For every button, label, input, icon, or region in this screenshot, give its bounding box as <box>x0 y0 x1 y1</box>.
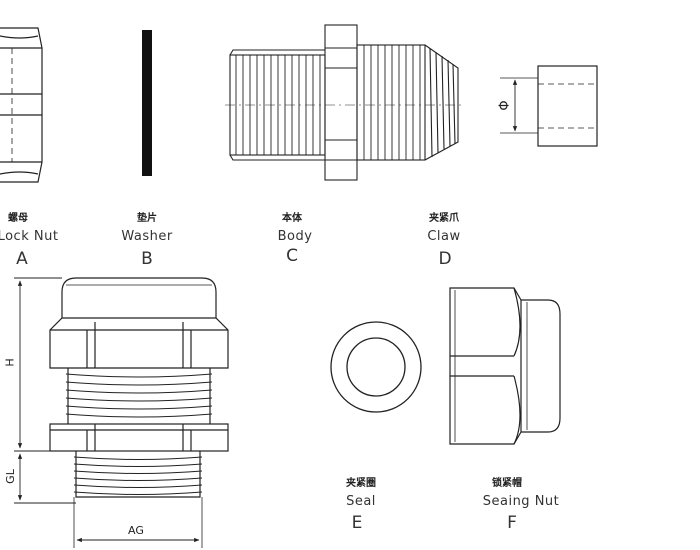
claw-letter: D <box>438 249 452 269</box>
claw-drawing <box>500 65 598 147</box>
assembled-gland-drawing <box>49 277 229 548</box>
body-letter: C <box>286 246 298 266</box>
sealing-nut-en-label: Seaing Nut <box>482 494 560 509</box>
lock-nut-cn-label: 螺母 <box>8 213 28 224</box>
seal-letter: E <box>351 513 363 533</box>
dimension-phi-label: Φ <box>497 100 513 111</box>
sealing-nut-letter: F <box>507 513 517 533</box>
claw-cn-label: 夹紧爪 <box>429 213 459 224</box>
lock-nut-en-label: Lock Nut <box>0 229 59 244</box>
claw-en-label: Claw <box>427 229 461 244</box>
body-cn-label: 本体 <box>282 213 302 224</box>
sealing-nut-drawing <box>449 287 561 445</box>
dimension-h-label: H <box>3 358 17 367</box>
seal-drawing <box>330 321 422 413</box>
body-en-label: Body <box>277 229 313 244</box>
sealing-nut-cn-label: 锁紧帽 <box>492 478 522 489</box>
washer-drawing <box>142 30 152 176</box>
lock-nut-drawing <box>0 27 43 183</box>
seal-cn-label: 夹紧圈 <box>346 478 376 489</box>
body-drawing <box>225 24 462 181</box>
lock-nut-letter: A <box>16 249 28 269</box>
seal-en-label: Seal <box>346 494 376 509</box>
washer-en-label: Washer <box>121 229 173 244</box>
dimension-ag-label: AG <box>128 524 144 537</box>
dimension-gl-label: GL <box>3 469 17 484</box>
washer-letter: B <box>141 249 153 269</box>
dimension-lines <box>14 277 200 543</box>
washer-cn-label: 垫片 <box>137 213 157 224</box>
